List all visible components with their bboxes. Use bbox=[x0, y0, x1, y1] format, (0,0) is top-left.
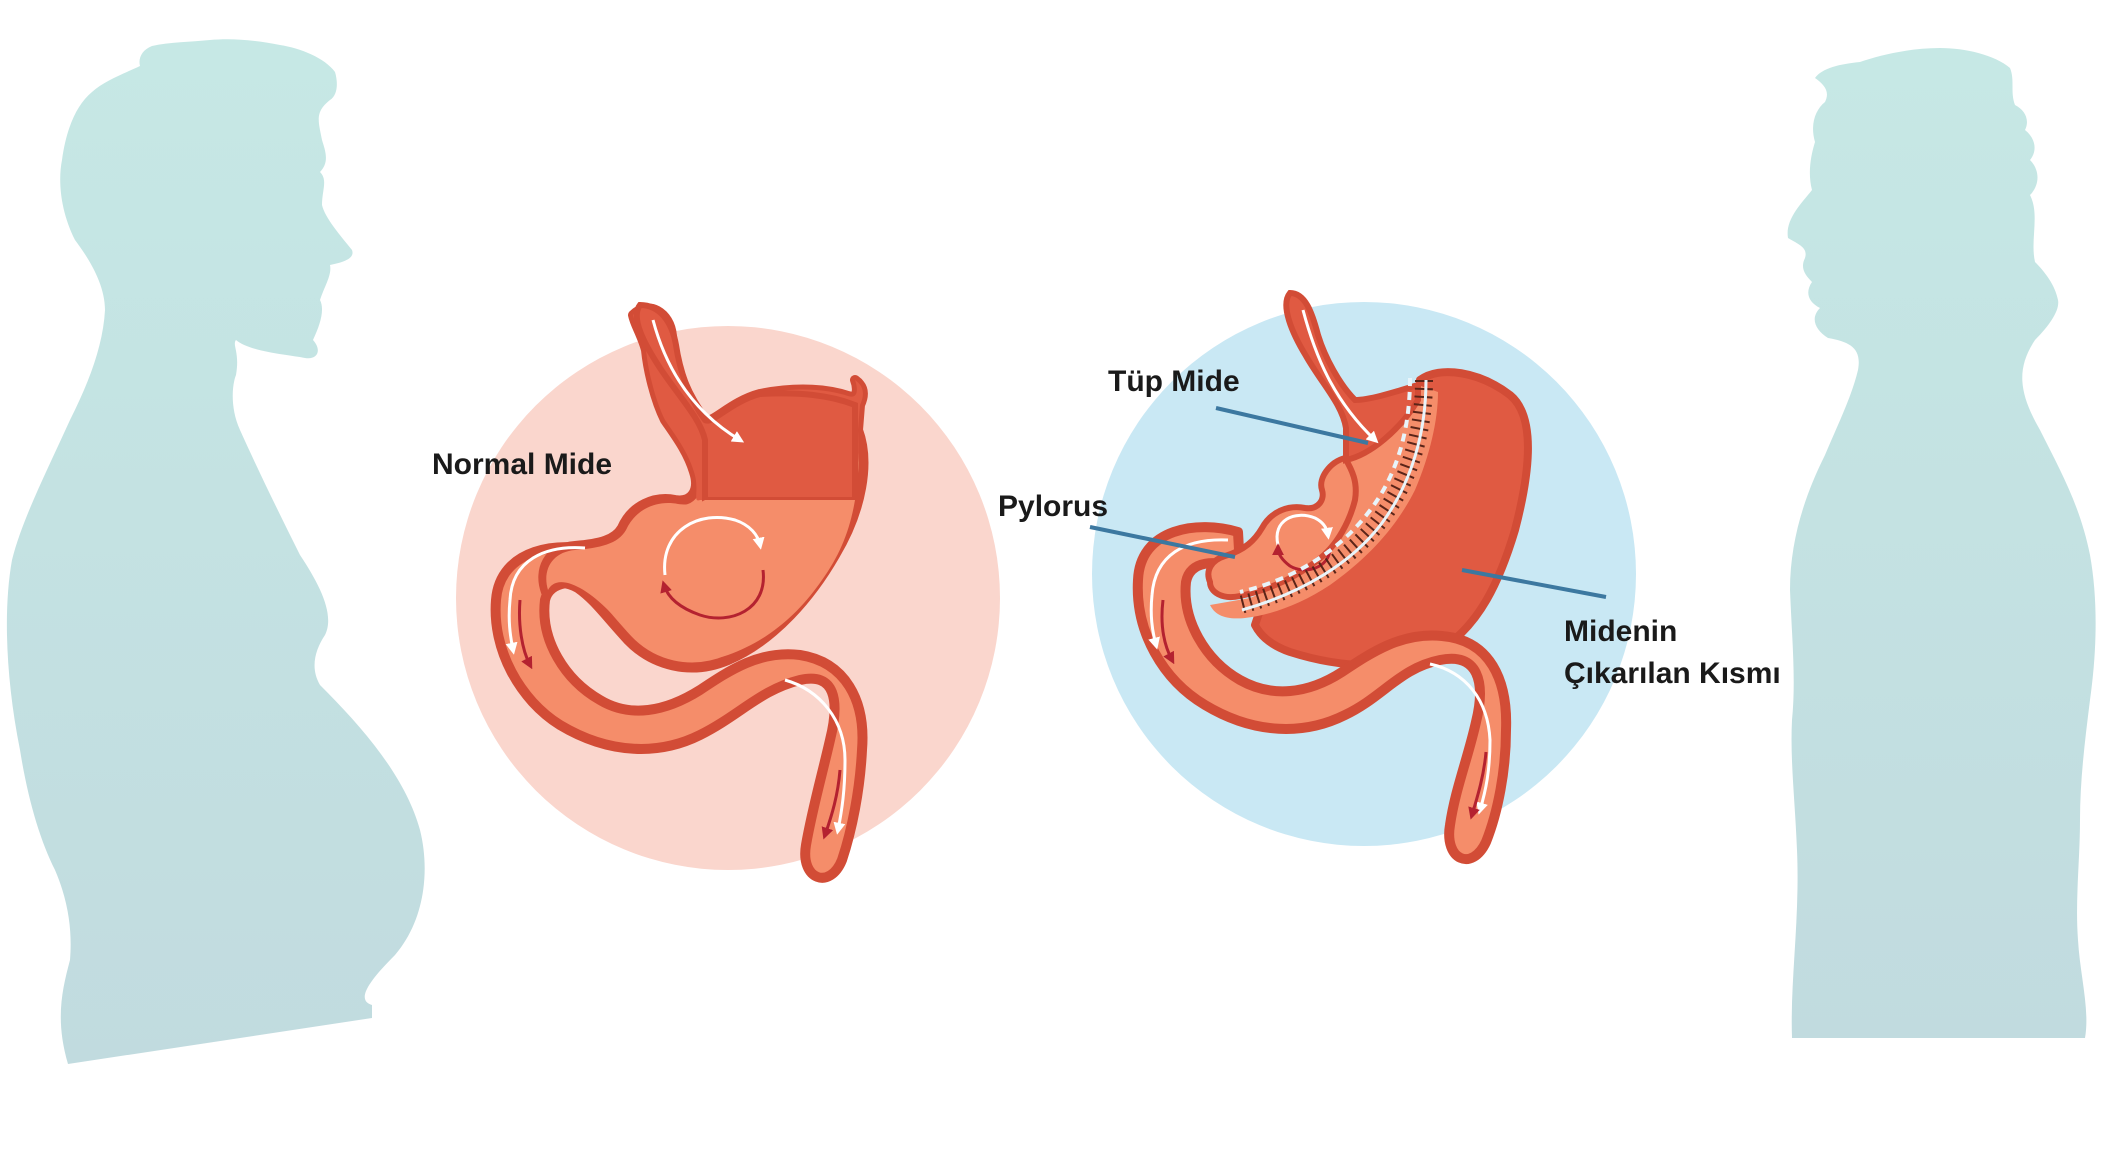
sleeve-duodenum bbox=[1132, 522, 1512, 864]
normal-stomach-label: Normal Mide bbox=[432, 448, 612, 481]
pylorus-leader-line bbox=[1089, 525, 1236, 559]
normal-stomach-antrum bbox=[546, 500, 855, 661]
sleeve-antrum bbox=[1205, 454, 1359, 600]
sleeve-stomach bbox=[1132, 289, 1532, 864]
staple-line-cut-2 bbox=[1241, 379, 1428, 612]
normal-duodenum-arrow-4 bbox=[821, 769, 842, 840]
sleeve-duodenum-arrow-1 bbox=[1148, 538, 1229, 650]
left-person-silhouette bbox=[6, 39, 425, 1064]
normal-mixing-arrow-red bbox=[660, 569, 765, 620]
normal-duodenum bbox=[490, 542, 868, 883]
normal-duodenum-arrow-3 bbox=[784, 678, 847, 835]
staple-line-cut bbox=[1239, 377, 1412, 594]
normal-duodenum-arrow-1 bbox=[505, 546, 586, 655]
tube-stomach-leader-line bbox=[1215, 406, 1369, 445]
normal-esophagus bbox=[633, 301, 858, 503]
removed-part-label-line1: Midenin bbox=[1564, 615, 1677, 648]
right-person-silhouette bbox=[1787, 48, 2096, 1038]
sleeve-duodenum-arrow-3 bbox=[1429, 662, 1492, 815]
tube-stomach-label: Tüp Mide bbox=[1108, 365, 1240, 398]
sleeve-esophagus-arrow bbox=[1301, 309, 1379, 444]
removed-part-label-line2: Çıkarılan Kısmı bbox=[1564, 657, 1781, 690]
normal-mixing-arrow-white bbox=[663, 515, 765, 576]
removed-part-leader-line bbox=[1461, 568, 1607, 599]
pylorus-label: Pylorus bbox=[998, 490, 1108, 523]
normal-stomach bbox=[490, 301, 869, 883]
sleeve-duodenum-arrow-4 bbox=[1468, 751, 1488, 820]
sleeve-mixing-arrow-red bbox=[1272, 543, 1332, 572]
sleeve-mixing-arrow-white bbox=[1275, 513, 1333, 546]
normal-duodenum-arrow-2 bbox=[518, 599, 533, 670]
sleeve-duodenum-arrow-2 bbox=[1160, 599, 1175, 665]
normal-esophagus-arrow bbox=[651, 319, 745, 443]
